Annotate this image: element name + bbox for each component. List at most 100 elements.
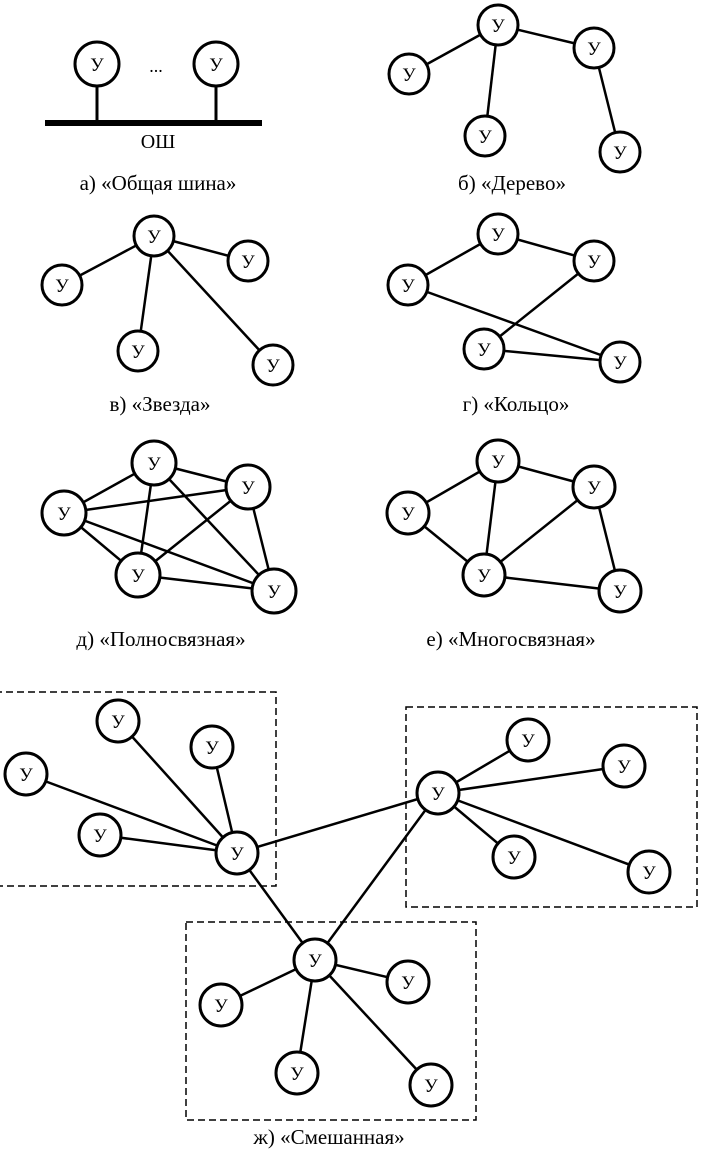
network-node: У: [274, 1050, 320, 1096]
node-label: У: [424, 1076, 438, 1097]
node-circle: [251, 343, 295, 387]
node-label: У: [491, 16, 505, 37]
caption-tree: б) «Дерево»: [458, 171, 566, 195]
link-line: [437, 791, 650, 874]
network-node: У: [130, 439, 178, 487]
node-label: У: [401, 276, 415, 297]
node-label: У: [147, 454, 161, 475]
link-line: [153, 462, 275, 592]
network-node: У: [292, 937, 338, 983]
node-circle: [3, 751, 49, 797]
node-label: У: [90, 55, 104, 76]
node-circle: [198, 982, 244, 1028]
network-node: У: [461, 552, 507, 598]
network-node: У: [598, 130, 642, 174]
node-label: У: [230, 844, 244, 865]
link-line: [483, 486, 595, 576]
node-label: У: [290, 1064, 304, 1085]
node-circle: [250, 567, 298, 615]
node-circle: [408, 1062, 454, 1108]
node-circle: [462, 327, 506, 371]
link-line: [153, 235, 274, 366]
network-node: У: [475, 438, 521, 484]
link-line: [25, 772, 238, 855]
network-node: У: [116, 329, 160, 373]
network-node: У: [3, 751, 49, 797]
node-label: У: [477, 340, 491, 361]
node-circle: [40, 489, 88, 537]
node-circle: [463, 114, 507, 158]
node-label: У: [111, 712, 125, 733]
caption-mixed: ж) «Смешанная»: [252, 1125, 404, 1149]
node-label: У: [587, 478, 601, 499]
node-label: У: [205, 738, 219, 759]
node-label: У: [93, 826, 107, 847]
network-node: У: [491, 834, 537, 880]
node-circle: [505, 717, 551, 763]
node-circle: [476, 212, 520, 256]
node-circle: [385, 959, 431, 1005]
node-label: У: [507, 848, 521, 869]
link-line: [314, 959, 432, 1086]
node-label: У: [478, 127, 492, 148]
network-node: У: [386, 263, 430, 307]
caption-ring: г) «Кольцо»: [463, 392, 570, 416]
network-node: У: [250, 567, 298, 615]
link-line: [236, 791, 439, 855]
multi-connected-topology: У У У У У: [385, 438, 643, 614]
node-label: У: [131, 342, 145, 363]
bus-node-1: У: [73, 40, 121, 88]
node-label: У: [57, 504, 71, 525]
network-node: У: [189, 724, 235, 770]
node-circle: [114, 551, 162, 599]
link-line: [437, 764, 625, 795]
link-line: [407, 283, 621, 364]
link-line: [63, 511, 275, 593]
node-circle: [116, 329, 160, 373]
network-node: У: [387, 52, 431, 96]
network-node: У: [598, 340, 642, 384]
link-line: [63, 485, 249, 515]
network-node: У: [214, 830, 260, 876]
node-circle: [73, 40, 121, 88]
node-circle: [415, 770, 461, 816]
network-node: У: [571, 464, 617, 510]
node-circle: [597, 568, 643, 614]
node-circle: [77, 812, 123, 858]
node-label: У: [402, 65, 416, 86]
caption-full: д) «Полносвязная»: [76, 627, 245, 651]
node-label: У: [131, 566, 145, 587]
network-node: У: [224, 463, 272, 511]
network-node: У: [463, 114, 507, 158]
network-node: У: [408, 1062, 454, 1108]
network-node: У: [476, 212, 520, 256]
bus-label: ОШ: [141, 131, 176, 153]
network-node: У: [77, 812, 123, 858]
node-circle: [214, 830, 260, 876]
node-circle: [491, 834, 537, 880]
node-circle: [386, 263, 430, 307]
network-node: У: [40, 263, 84, 307]
bus-topology: У У ... ОШ: [45, 40, 262, 153]
node-circle: [192, 40, 240, 88]
network-node: У: [385, 490, 431, 536]
network-node: У: [597, 568, 643, 614]
bus-ellipsis: ...: [149, 56, 163, 76]
node-label: У: [613, 582, 627, 603]
node-label: У: [267, 582, 281, 603]
node-label: У: [19, 765, 33, 786]
node-circle: [385, 490, 431, 536]
node-circle: [292, 937, 338, 983]
node-label: У: [401, 504, 415, 525]
link-line: [99, 833, 238, 855]
node-label: У: [241, 252, 255, 273]
network-node: У: [226, 239, 270, 283]
caption-multi: е) «Многосвязная»: [426, 627, 595, 651]
cluster-box-bottom: [185, 921, 477, 1121]
network-node: У: [505, 717, 551, 763]
network-node: У: [462, 327, 506, 371]
node-label: У: [491, 452, 505, 473]
